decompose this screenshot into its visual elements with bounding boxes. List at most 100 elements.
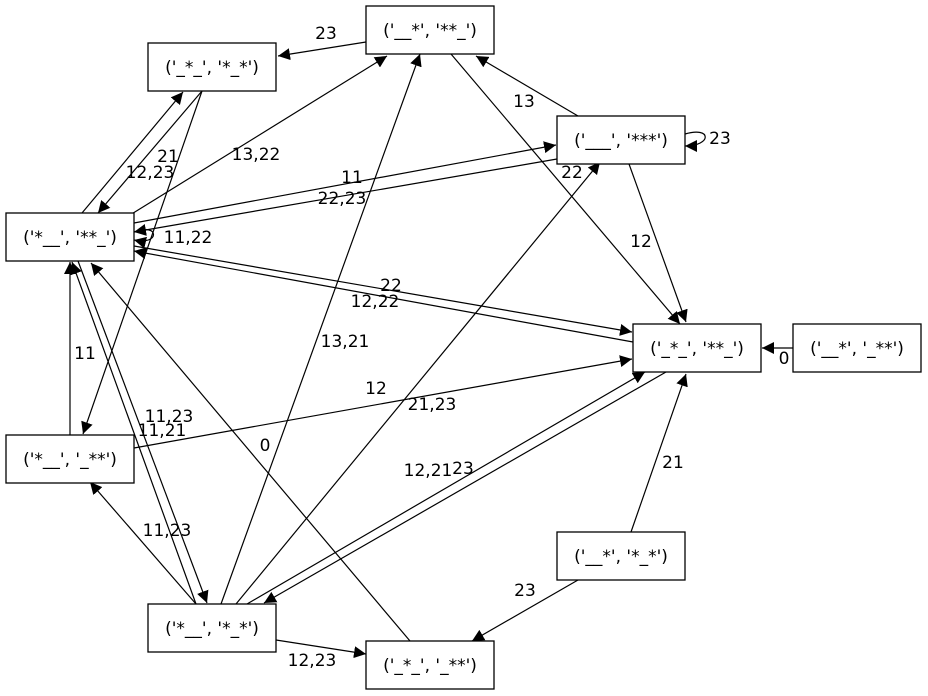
node-label: ('___', '***') — [574, 131, 668, 151]
edge-n8-to-n5: 21 — [630, 373, 688, 533]
edge-label: 23 — [452, 459, 474, 479]
edge-label: 11 — [341, 168, 363, 188]
edge-arrow — [133, 158, 558, 236]
edge-n3-to-n5: 12 — [628, 163, 688, 323]
node-box — [792, 323, 922, 373]
edge-n9-to-n5: 12,21 — [246, 371, 646, 605]
edge-n4-to-n5: 22 — [133, 245, 633, 336]
node-box — [632, 323, 762, 373]
edge-arrow — [133, 247, 634, 343]
edge-arrow — [277, 41, 367, 61]
edge-label: 21 — [157, 147, 179, 167]
edge-n1-to-n5: 22 — [450, 53, 681, 325]
edge-n2-to-n4: 12,23 — [97, 90, 203, 214]
edge-label: 13,21 — [321, 332, 370, 352]
state-node-n7: ('*__', '_**') — [5, 434, 135, 484]
edge-label: 12 — [630, 232, 652, 252]
edge-arrow — [275, 639, 367, 659]
node-label: ('__*', '**_') — [383, 21, 477, 41]
edge-label: 11,23 — [145, 407, 194, 427]
state-node-n6: ('__*', '_**') — [792, 323, 922, 373]
edge-n9-to-n10: 12,23 — [275, 639, 367, 671]
edge-arrow — [684, 131, 706, 152]
edge-label: 11,23 — [143, 521, 192, 541]
node-label: ('*__', '_**') — [23, 450, 117, 470]
edge-label: 0 — [260, 436, 271, 456]
state-node-n10: ('_*_', '_**') — [365, 640, 495, 690]
edge-label: 13 — [513, 92, 535, 112]
edge-arrow — [133, 245, 633, 336]
edge-label: 23 — [315, 24, 337, 44]
state-node-n9: ('*__', '*_*') — [147, 603, 277, 653]
edge-n5-to-n9: 23 — [263, 371, 667, 604]
edge-n7-to-n4: 11 — [64, 262, 96, 435]
edge-arrow — [70, 261, 197, 605]
edge-arrow — [81, 90, 203, 435]
edge-arrow — [471, 579, 579, 642]
edge-arrow — [246, 371, 646, 605]
node-label: ('_*_', '_**') — [383, 656, 477, 676]
edge-label: 12,23 — [126, 163, 175, 183]
edge-label: 21,23 — [408, 395, 457, 415]
state-node-n1: ('__*', '**_') — [365, 5, 495, 55]
node-box — [5, 212, 135, 262]
node-box — [556, 531, 686, 581]
edge-n8-to-n10: 23 — [471, 579, 579, 642]
edge-label: 13,22 — [232, 145, 281, 165]
nodes-layer: ('__*', '**_') ('_*_', '*_*') ('___', '***… — [5, 5, 922, 690]
node-label: ('*__', '**_') — [23, 228, 117, 248]
edge-n7-to-n5: 12 — [133, 355, 633, 449]
edge-arrow — [630, 373, 688, 533]
node-label: ('_*_', '**_') — [650, 339, 744, 359]
node-box — [365, 5, 495, 55]
edge-n9-to-n4: 11,21 — [70, 261, 197, 605]
edge-n4-to-n1: 13,22 — [129, 55, 388, 216]
edge-label: 11 — [74, 344, 96, 364]
edge-label: 0 — [779, 349, 790, 369]
node-label: ('*__', '*_*') — [165, 619, 259, 639]
node-box — [147, 42, 277, 92]
edge-n3-to-n3: 23 — [684, 129, 731, 152]
edge-n1-to-n2: 23 — [277, 24, 367, 61]
state-node-n4: ('*__', '**_') — [5, 212, 135, 262]
edge-n4-to-n4: 11,22 — [133, 228, 213, 249]
edge-n9-to-n7: 11,23 — [89, 481, 197, 605]
node-label: ('__*', '_**') — [810, 339, 904, 359]
edge-label: 11,22 — [164, 228, 213, 248]
edge-arrow — [235, 161, 601, 605]
edge-n5-to-n4: 12,22 — [133, 247, 634, 343]
edge-n4-to-n2 — [81, 91, 184, 214]
state-node-n2: ('_*_', '*_*') — [147, 42, 277, 92]
edge-arrow — [133, 355, 633, 449]
edge-label: 11,21 — [138, 421, 187, 441]
edge-arrow — [90, 262, 411, 642]
edge-n4-to-n9: 11,23 — [77, 260, 209, 604]
edge-label: 23 — [709, 129, 731, 149]
edge-label: 23 — [514, 581, 536, 601]
edge-arrow — [133, 141, 557, 224]
state-node-n8: ('__*', '*_*') — [556, 531, 686, 581]
edge-arrow — [81, 91, 184, 214]
node-label: ('_*_', '*_*') — [165, 58, 259, 78]
edge-arrow — [220, 53, 422, 605]
edge-label: 22,23 — [318, 189, 367, 209]
edge-arrow — [97, 90, 203, 214]
edge-label: 12 — [365, 379, 387, 399]
edge-n10-to-n4: 0 — [90, 262, 411, 642]
edge-arrow — [89, 481, 197, 605]
node-box — [365, 640, 495, 690]
edge-arrow — [628, 163, 688, 323]
edge-arrow — [263, 371, 667, 604]
state-node-n3: ('___', '***') — [556, 115, 686, 165]
edge-arrow — [475, 55, 579, 117]
node-box — [5, 434, 135, 484]
edge-label: 12,21 — [404, 461, 453, 481]
edge-n9-to-n1: 13,21 — [220, 53, 422, 605]
edge-label: 12,22 — [351, 292, 400, 312]
edge-arrow — [133, 229, 154, 249]
edge-n4-to-n3: 11 — [133, 141, 557, 224]
edge-label: 12,23 — [288, 651, 337, 671]
node-label: ('__*', '*_*') — [574, 547, 668, 567]
edge-n9-to-n3: 21,23 — [235, 161, 601, 605]
